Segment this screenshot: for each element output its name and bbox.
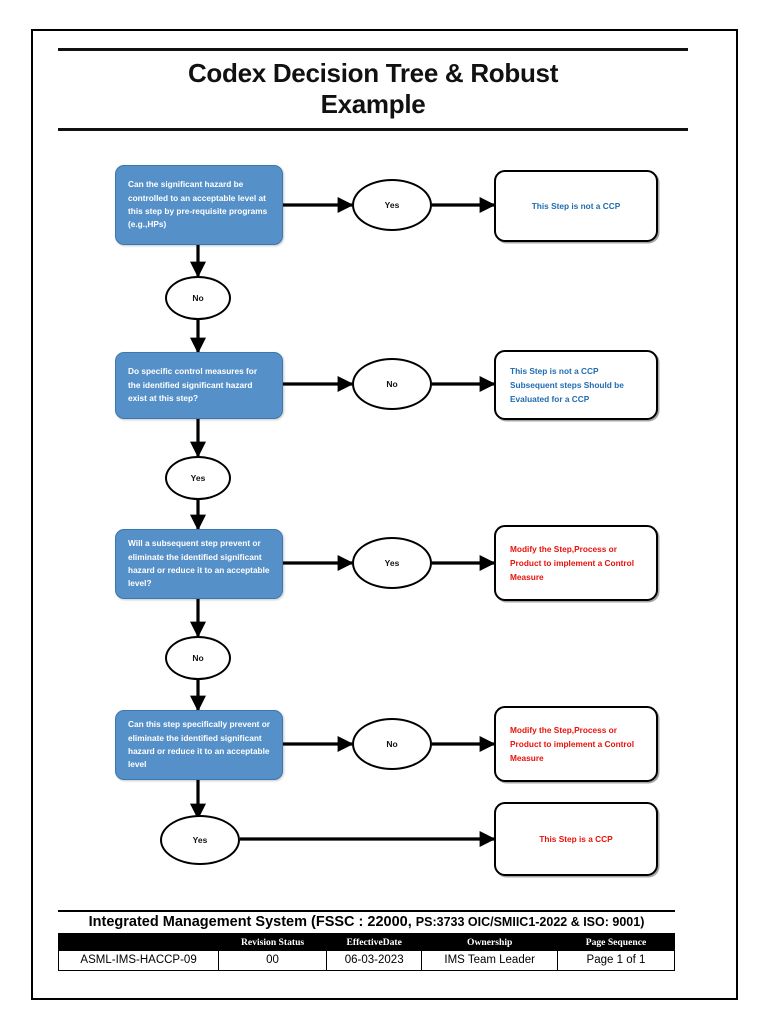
outcome-box-2-line-2: Subsequent steps Should be: [510, 379, 624, 390]
decision-oval-q3-yes[interactable]: Yes: [352, 537, 432, 589]
outcome-box-2-text: This Step is not a CCP Subsequent steps …: [510, 364, 642, 407]
question-box-4[interactable]: Can this step specifically prevent or el…: [115, 710, 283, 780]
footer-cell-page-sequence: Page 1 of 1: [556, 950, 676, 971]
decision-oval-q2-yes-label: Yes: [190, 473, 206, 483]
outcome-box-4-line-2: Product to implement a Control: [510, 738, 634, 749]
footer-table-header-row: Revision Status EffectiveDate Ownership …: [57, 934, 676, 951]
outcome-box-5[interactable]: This Step is a CCP: [494, 802, 658, 876]
decision-oval-q2-no-label: No: [386, 379, 398, 389]
decision-oval-q1-yes-label: Yes: [384, 200, 400, 210]
question-box-3[interactable]: Will a subsequent step prevent or elimin…: [115, 529, 283, 599]
footer-col-header-ownership: Ownership: [421, 934, 558, 951]
footer-cell-revision-status: 00: [218, 950, 327, 971]
decision-oval-q3-no-label: No: [192, 653, 204, 663]
footer: Integrated Management System (FSSC : 220…: [57, 910, 676, 971]
decision-oval-q3-no[interactable]: No: [165, 636, 231, 680]
outcome-box-1[interactable]: This Step is not a CCP: [494, 170, 658, 242]
document-title-block: Codex Decision Tree & Robust Example: [58, 48, 688, 132]
title-line-1: Codex Decision Tree & Robust: [187, 58, 559, 88]
decision-oval-q4-no-label: No: [386, 739, 398, 749]
question-box-1-text: Can the significant hazard be controlled…: [128, 179, 268, 230]
decision-oval-q1-no[interactable]: No: [165, 276, 231, 320]
outcome-box-4[interactable]: Modify the Step,Process or Product to im…: [494, 706, 658, 782]
outcome-box-3-text: Modify the Step,Process or Product to im…: [510, 542, 642, 585]
question-box-4-text: Can this step specifically prevent or el…: [128, 719, 271, 770]
outcome-box-2-line-1: This Step is not a CCP: [510, 365, 599, 376]
decision-oval-q4-no[interactable]: No: [352, 718, 432, 770]
footer-title: Integrated Management System (FSSC : 220…: [58, 910, 675, 934]
footer-table-row: ASML-IMS-HACCP-09 00 06-03-2023 IMS Team…: [57, 950, 676, 971]
footer-title-main: Integrated Management System (FSSC : 220…: [88, 914, 416, 930]
outcome-box-1-line-1: This Step is not a CCP: [531, 200, 621, 211]
outcome-box-4-line-1: Modify the Step,Process or: [510, 724, 617, 735]
title-line-2: Example: [320, 88, 426, 119]
decision-oval-q4-yes-label: Yes: [192, 835, 208, 845]
footer-col-header-doc-id: [57, 934, 220, 951]
decision-oval-q2-yes[interactable]: Yes: [165, 456, 231, 500]
footer-cell-ownership: IMS Team Leader: [421, 950, 558, 971]
footer-title-standards: PS:3733 OIC/SMIIC1-2022 & ISO: 9001): [415, 915, 645, 929]
outcome-box-4-line-3: Measure: [510, 753, 544, 764]
footer-cell-doc-id: ASML-IMS-HACCP-09: [57, 950, 220, 971]
footer-table: Revision Status EffectiveDate Ownership …: [57, 934, 676, 971]
outcome-box-3-line-1: Modify the Step,Process or: [510, 543, 617, 554]
outcome-box-2-line-3: Evaluated for a CCP: [510, 394, 590, 405]
footer-col-header-revision-status: Revision Status: [218, 934, 327, 951]
outcome-box-3[interactable]: Modify the Step,Process or Product to im…: [494, 525, 658, 601]
decision-oval-q2-no[interactable]: No: [352, 358, 432, 410]
footer-col-header-page-sequence: Page Sequence: [556, 934, 676, 951]
page-title: Codex Decision Tree & Robust Example: [58, 58, 688, 119]
outcome-box-3-line-2: Product to implement a Control: [510, 557, 634, 568]
question-box-2-text: Do specific control measures for the ide…: [128, 366, 258, 404]
footer-col-header-effective-date: EffectiveDate: [325, 934, 423, 951]
question-box-1[interactable]: Can the significant hazard be controlled…: [115, 165, 283, 245]
footer-cell-effective-date: 06-03-2023: [325, 950, 423, 971]
outcome-box-3-line-3: Measure: [510, 572, 544, 583]
outcome-box-2[interactable]: This Step is not a CCP Subsequent steps …: [494, 350, 658, 420]
question-box-3-text: Will a subsequent step prevent or elimin…: [128, 538, 270, 589]
question-box-2[interactable]: Do specific control measures for the ide…: [115, 352, 283, 419]
outcome-box-4-text: Modify the Step,Process or Product to im…: [510, 723, 642, 766]
decision-oval-q4-yes[interactable]: Yes: [160, 815, 240, 865]
decision-oval-q1-yes[interactable]: Yes: [352, 179, 432, 231]
decision-oval-q3-yes-label: Yes: [384, 558, 400, 568]
decision-oval-q1-no-label: No: [192, 293, 204, 303]
outcome-box-5-line-1: This Step is a CCP: [539, 833, 613, 844]
